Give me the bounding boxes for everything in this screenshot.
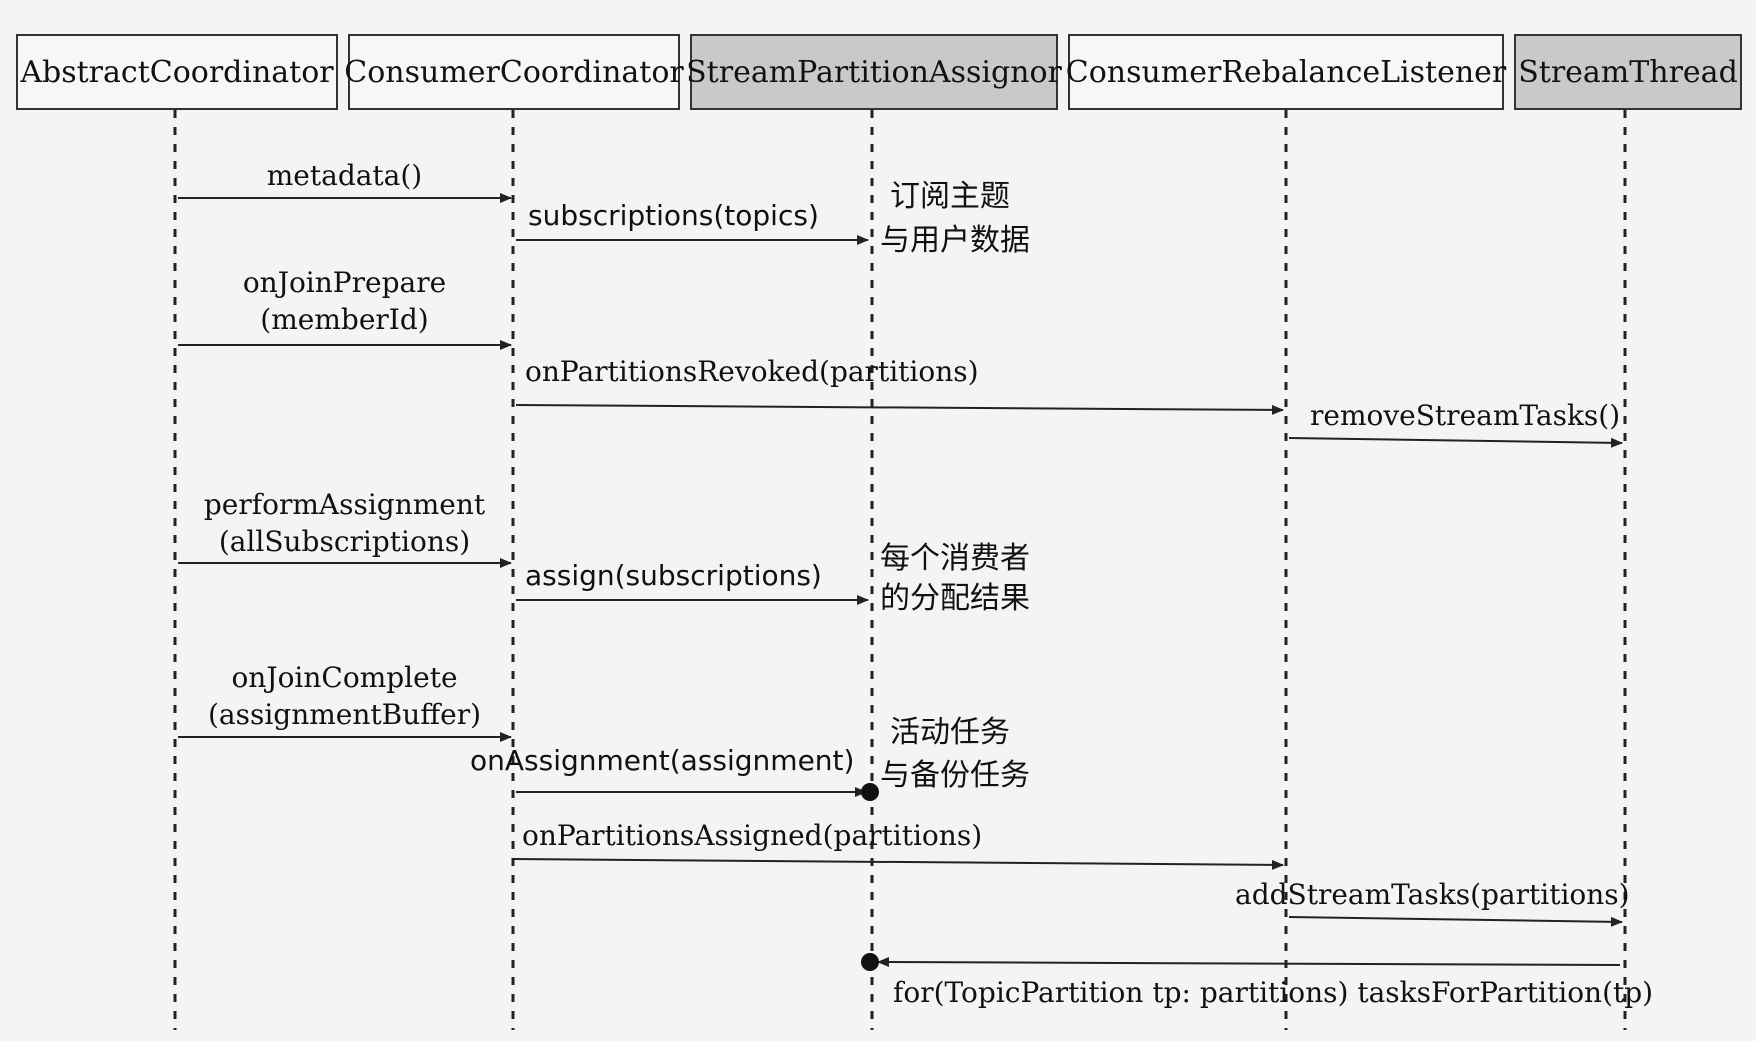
label-on-assignment: onAssignment(assignment): [470, 744, 855, 777]
label-on-join-complete-2: (assignmentBuffer): [207, 698, 482, 731]
label-assign: assign(subscriptions): [525, 559, 822, 592]
label-on-join-prepare-1: onJoinPrepare: [242, 266, 447, 299]
label-perform-2: (allSubscriptions): [218, 525, 471, 558]
note-result-line-1: 每个消费者: [880, 541, 1030, 576]
note-tasks-line-1: 活动任务: [890, 715, 1010, 750]
arrow-assigned: [512, 858, 1284, 870]
note-subscribe-line-2: 与用户数据: [880, 223, 1030, 258]
label-on-join-complete-1: onJoinComplete: [231, 661, 458, 694]
label-perform-1: performAssignment: [203, 488, 486, 521]
label-subscriptions: subscriptions(topics): [528, 199, 819, 232]
participant-consumer-rebalance-listener: ConsumerRebalanceListener: [1066, 34, 1506, 110]
label-remove-tasks: removeStreamTasks(): [1310, 399, 1621, 432]
participant-stream-partition-assignor: StreamPartitionAssignor: [686, 34, 1062, 110]
participant-abstract-coordinator: AbstractCoordinator: [16, 34, 338, 110]
participant-consumer-coordinator: ConsumerCoordinator: [344, 34, 684, 110]
label-metadata: metadata(): [266, 159, 423, 192]
label-revoked: onPartitionsRevoked(partitions): [525, 355, 979, 388]
label-add-tasks: addStreamTasks(partitions): [1235, 878, 1630, 911]
note-tasks-line-2: 与备份任务: [880, 758, 1030, 793]
arrow-revoked: [515, 404, 1284, 415]
label-on-join-prepare-2: (memberId): [260, 303, 429, 336]
label-for-loop: for(TopicPartition tp: partitions) tasks…: [893, 976, 1654, 1009]
note-result-line-2: 的分配结果: [880, 581, 1030, 616]
note-subscribe-line-1: 订阅主题: [890, 179, 1010, 214]
arrow-remove-tasks: [1288, 437, 1623, 448]
arrow-for-loop: [877, 957, 1621, 968]
label-assigned: onPartitionsAssigned(partitions): [522, 819, 983, 852]
activation-dot: [861, 783, 879, 801]
participant-stream-thread: StreamThread: [1514, 34, 1742, 110]
arrow-add-tasks: [1288, 916, 1623, 927]
loop-dot: [861, 953, 879, 971]
